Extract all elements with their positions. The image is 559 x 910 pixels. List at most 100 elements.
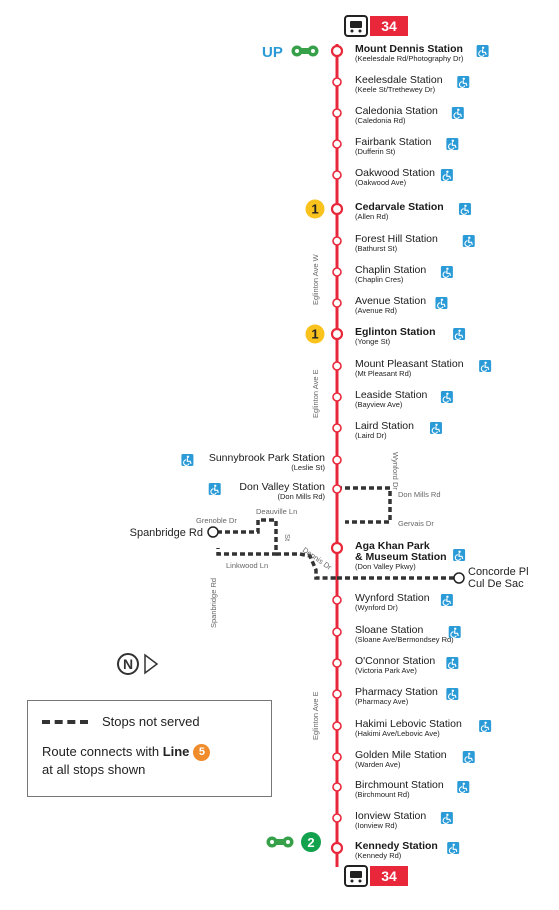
station-stop-marker[interactable] — [332, 595, 342, 605]
station-hakimi-lebovic-station[interactable]: Hakimi Lebovic Station(Hakimi Ave/Lebovi… — [332, 718, 492, 738]
station-wynford-station[interactable]: Wynford Station(Wynford Dr) — [332, 592, 453, 612]
station-stop-marker[interactable] — [332, 77, 342, 87]
legend-connects-prefix: Route connects with — [42, 744, 163, 759]
line-2-number: 2 — [307, 835, 314, 850]
station-name: Keelesdale Station — [355, 74, 443, 86]
station-stop-marker[interactable] — [330, 541, 344, 555]
line-1-badge — [305, 324, 325, 344]
go-transit-icon — [266, 836, 294, 848]
station-name: Avenue Station — [355, 295, 426, 307]
station-cross-street: (Dufferin St) — [355, 147, 396, 156]
accessible-icon — [453, 549, 466, 561]
station-stop-marker[interactable] — [332, 721, 342, 731]
station-cross-street: (Wynford Dr) — [355, 603, 398, 612]
station-fairbank-station[interactable]: Fairbank Station(Dufferin St) — [332, 136, 459, 156]
station-keelesdale-station[interactable]: Keelesdale Station(Keele St/Trethewey Dr… — [332, 74, 470, 94]
station-caledonia-station[interactable]: Caledonia Station(Caledonia Rd) — [332, 105, 464, 125]
station-stop-marker[interactable] — [332, 236, 342, 246]
station-golden-mile-station[interactable]: Golden Mile Station(Warden Ave) — [332, 749, 475, 769]
station-birchmount-station[interactable]: Birchmount Station(Birchmount Rd) — [332, 779, 470, 799]
station-leaside-station[interactable]: Leaside Station(Bayview Ave) — [332, 389, 453, 409]
station-name: Sloane Station — [355, 624, 423, 636]
street-gervais-dr: Gervais Dr — [398, 519, 434, 528]
station-stop-marker[interactable] — [332, 484, 342, 494]
station-stop-marker[interactable] — [332, 689, 342, 699]
station-o-connor-station[interactable]: O'Connor Station(Victoria Park Ave) — [332, 655, 459, 675]
station-stop-marker[interactable] — [330, 841, 344, 855]
street-don-mills-rd: Don Mills Rd — [398, 490, 441, 499]
accessible-icon — [462, 235, 475, 247]
station-mount-dennis-station[interactable]: Mount Dennis Station(Keelesdale Rd/Photo… — [330, 43, 489, 63]
station-mount-pleasant-station[interactable]: Mount Pleasant Station(Mt Pleasant Rd) — [332, 358, 492, 378]
station-aga-khan-park[interactable]: Aga Khan Park& Museum Station(Don Valley… — [330, 540, 466, 571]
station-stop-marker[interactable] — [332, 170, 342, 180]
legend: Stops not served Route connects with Lin… — [27, 700, 272, 797]
station-stop-marker[interactable] — [332, 658, 342, 668]
spanbridge-terminus — [207, 526, 219, 538]
station-stop-marker[interactable] — [332, 782, 342, 792]
station-laird-station[interactable]: Laird Station(Laird Dr) — [332, 420, 442, 440]
station-stop-marker[interactable] — [330, 202, 344, 216]
station-cross-street: (Laird Dr) — [355, 431, 387, 440]
route-number: 34 — [381, 868, 397, 884]
kennedy-connections: 2 — [266, 832, 321, 852]
station-avenue-station[interactable]: Avenue Station(Avenue Rd) — [332, 295, 448, 315]
station-list: Mount Dennis Station(Keelesdale Rd/Photo… — [181, 43, 492, 860]
station-don-valley-station[interactable]: Don Valley Station(Don Mills Rd) — [208, 481, 342, 501]
bus-badge-bottom: 34 — [344, 865, 408, 887]
station-stop-marker[interactable] — [332, 108, 342, 118]
street-wynford-dr: Wynford Dr — [391, 452, 400, 490]
station-name: Leaside Station — [355, 389, 428, 401]
station-stop-marker[interactable] — [332, 813, 342, 823]
station-stop-marker[interactable] — [332, 139, 342, 149]
station-name: Cedarvale Station — [355, 201, 444, 213]
accessible-icon — [181, 454, 194, 466]
accessible-icon — [446, 688, 459, 700]
station-stop-marker[interactable] — [332, 627, 342, 637]
station-cross-street: (Bathurst St) — [355, 244, 398, 253]
line-2-badge — [301, 832, 321, 852]
station-name: Kennedy Station — [355, 840, 438, 852]
station-oakwood-station[interactable]: Oakwood Station(Oakwood Ave) — [332, 167, 453, 187]
go-transit-icon — [291, 45, 319, 57]
concorde-terminus — [453, 572, 465, 584]
station-ionview-station[interactable]: Ionview Station(Ionview Rd) — [332, 810, 453, 830]
station-kennedy-station[interactable]: Kennedy Station(Kennedy Rd) — [330, 840, 460, 860]
station-stop-marker[interactable] — [332, 392, 342, 402]
accessible-icon — [440, 169, 453, 181]
station-sunnybrook-park-station[interactable]: Sunnybrook Park Station(Leslie St) — [181, 452, 342, 472]
station-cross-street: (Victoria Park Ave) — [355, 666, 417, 675]
station-forest-hill-station[interactable]: Forest Hill Station(Bathurst St) — [332, 233, 475, 253]
station-stop-marker[interactable] — [332, 455, 342, 465]
station-stop-marker[interactable] — [332, 298, 342, 308]
terminus-concorde-label-2: Cul De Sac — [468, 578, 524, 590]
station-cross-street: (Hakimi Ave/Lebovic Ave) — [355, 729, 440, 738]
accessible-icon — [476, 45, 489, 57]
station-stop-marker[interactable] — [332, 752, 342, 762]
station-cross-street: (Allen Rd) — [355, 212, 389, 221]
station-stop-marker[interactable] — [330, 44, 344, 58]
station-stop-marker[interactable] — [332, 361, 342, 371]
terminus-concorde-label-1: Concorde Pl — [468, 566, 529, 578]
accessible-icon — [440, 266, 453, 278]
station-stop-marker[interactable] — [330, 327, 344, 341]
station-sloane-station[interactable]: Sloane Station(Sloane Ave/Bermondsey Rd) — [332, 624, 461, 644]
station-cross-street: (Bayview Ave) — [355, 400, 403, 409]
station-cross-street: (Keelesdale Rd/Photography Dr) — [355, 54, 464, 63]
station-stop-marker[interactable] — [332, 267, 342, 277]
station-cross-street: (Don Valley Pkwy) — [355, 562, 416, 571]
accessible-icon — [435, 297, 448, 309]
station-name: Fairbank Station — [355, 136, 432, 148]
station-cross-street: (Kennedy Rd) — [355, 851, 402, 860]
line-1-number: 1 — [311, 327, 318, 342]
station-chaplin-station[interactable]: Chaplin Station(Chaplin Cres) — [332, 264, 453, 284]
station-pharmacy-station[interactable]: Pharmacy Station(Pharmacy Ave) — [332, 686, 459, 706]
station-stop-marker[interactable] — [332, 423, 342, 433]
station-cross-street: (Oakwood Ave) — [355, 178, 407, 187]
accessible-icon — [440, 594, 453, 606]
street-eglinton-w: Eglinton Ave W — [311, 253, 320, 305]
